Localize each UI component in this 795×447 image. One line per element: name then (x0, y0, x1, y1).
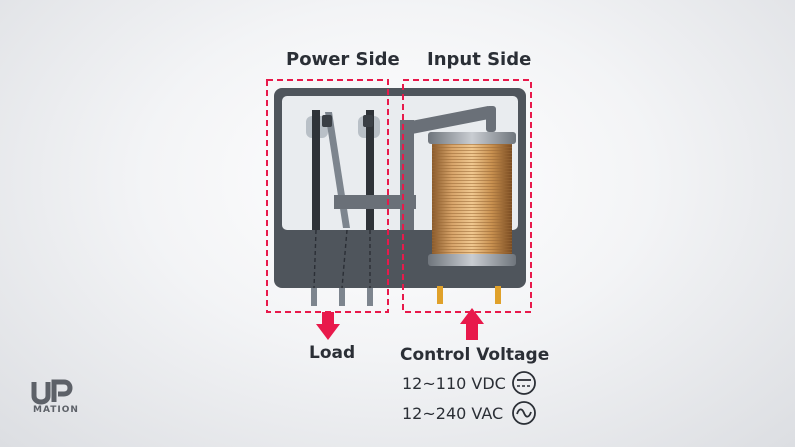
control-voltage-label: Control Voltage (400, 345, 550, 365)
input-side-label: Input Side (427, 49, 532, 70)
control-arrow (460, 308, 484, 340)
dc-voltage-spec: 12~110 VDC (402, 374, 506, 393)
power-side-label: Power Side (286, 49, 400, 70)
logo-text: MATION (33, 405, 79, 415)
relay-base (282, 230, 520, 280)
load-label: Load (309, 343, 356, 363)
internal-wiring (313, 229, 371, 289)
relay-pins (311, 286, 501, 306)
input-side-box (402, 79, 532, 313)
dc-symbol-icon (512, 371, 536, 395)
load-arrow (316, 312, 340, 340)
ac-voltage-spec: 12~240 VAC (402, 404, 504, 423)
upmation-logo (31, 379, 73, 405)
coil (428, 132, 516, 266)
ac-symbol-icon (512, 401, 536, 425)
armature (334, 106, 496, 230)
